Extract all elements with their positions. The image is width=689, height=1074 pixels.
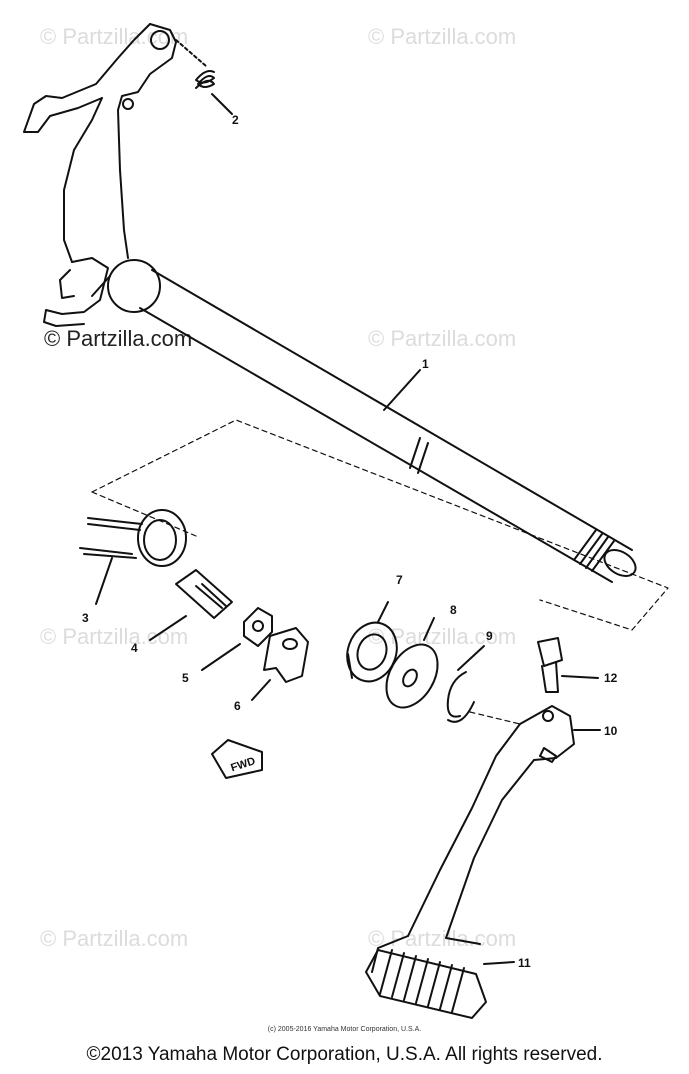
fwd-arrow: [211, 739, 263, 779]
assembly-outline: [91, 419, 669, 725]
part-2-spring[interactable]: [175, 39, 233, 115]
callout-5: 5: [182, 671, 189, 685]
callout-8: 8: [450, 603, 457, 617]
callout-10: 10: [604, 724, 618, 738]
callout-9: 9: [486, 629, 493, 643]
part-1-shift-shaft[interactable]: [23, 23, 640, 583]
callout-11: 11: [518, 956, 531, 970]
part-3-return-spring[interactable]: [79, 509, 187, 605]
part-7-oil-seal[interactable]: [339, 601, 405, 688]
callout-7: 7: [396, 573, 403, 587]
callout-3: 3: [82, 611, 89, 625]
part-5-nut[interactable]: [201, 607, 273, 671]
callout-4: 4: [131, 641, 138, 655]
callout-12: 12: [604, 671, 618, 685]
part-9-circlip[interactable]: [446, 645, 485, 723]
part-4-bolt[interactable]: [149, 569, 233, 641]
callout-1: 1: [422, 357, 429, 371]
part-12-bolt[interactable]: [537, 637, 599, 693]
part-10-shift-pedal[interactable]: [371, 705, 601, 973]
part-11-pedal-rubber[interactable]: [365, 949, 515, 1019]
footer-copyright: ©2013 Yamaha Motor Corporation, U.S.A. A…: [86, 1044, 603, 1065]
callout-6: 6: [234, 699, 241, 713]
leader-line-1: [383, 369, 421, 411]
callout-2: 2: [232, 113, 239, 127]
part-8-washer[interactable]: [376, 617, 448, 716]
part-6-plate[interactable]: [251, 627, 309, 701]
diagram-copyright: (c) 2005-2016 Yamaha Motor Corporation, …: [267, 1026, 422, 1033]
